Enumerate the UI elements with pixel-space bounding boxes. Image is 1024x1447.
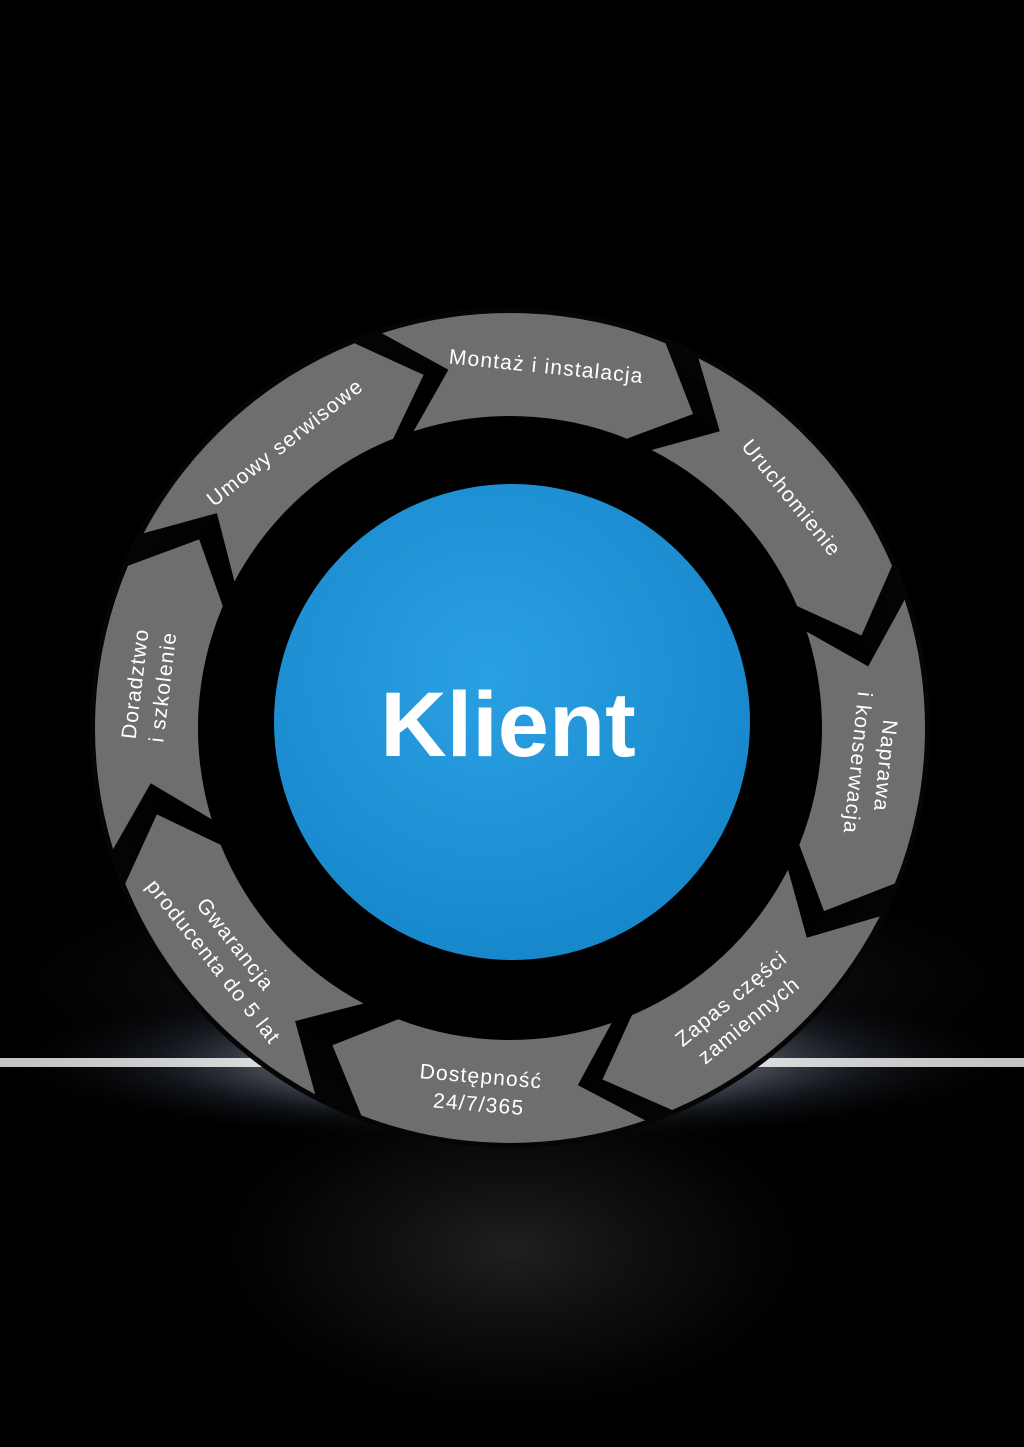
segment-doradztwo bbox=[94, 539, 223, 850]
segment-dostepnosc bbox=[332, 1019, 646, 1143]
segment-uruchomienie bbox=[651, 358, 892, 636]
segment-gwarancja bbox=[125, 814, 364, 1095]
segment-zapas bbox=[602, 869, 880, 1110]
segment-montaz bbox=[381, 312, 694, 439]
segment-umowy bbox=[143, 343, 424, 582]
hub-label: Klient bbox=[380, 674, 636, 776]
segment-naprawa bbox=[799, 599, 926, 912]
cycle-segments: Montaż i instalacjaUruchomienieNaprawai … bbox=[94, 312, 926, 1143]
hub-circle bbox=[274, 484, 750, 960]
